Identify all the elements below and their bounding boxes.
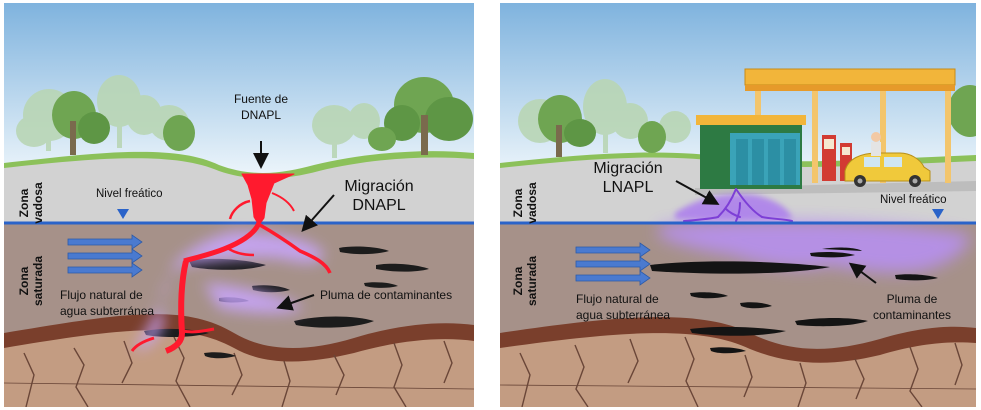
- contaminant-blobs: [650, 247, 938, 354]
- foreground-trees: [52, 77, 473, 155]
- saturated-zone-label-line1: Zona: [17, 266, 31, 295]
- foreground-trees: [538, 85, 976, 157]
- dnapl-plume: [130, 173, 332, 354]
- flow-label-line2: agua subterránea: [60, 304, 154, 318]
- migration-arrow: [301, 194, 335, 232]
- plume-label-line1: Pluma de: [887, 292, 938, 306]
- vadose-zone: [4, 157, 474, 223]
- water-table-label: Nivel freático: [96, 188, 162, 200]
- sky: [4, 3, 474, 178]
- dnapl-diagram-panel: Fuente de DNAPL Migración DNAPL Nivel fr…: [4, 3, 474, 407]
- lnapl-diagram-panel: Migración LNAPL Nivel freático Zona vado…: [500, 3, 976, 407]
- water-table-label: Nivel freático: [880, 194, 946, 206]
- vadose-zone-label-line2: vadosa: [31, 182, 45, 224]
- water-table-triangle-icon: [117, 209, 129, 219]
- saturated-zone-label-line1: Zona: [511, 266, 525, 295]
- dnapl-diagram: Fuente de DNAPL Migración DNAPL Nivel fr…: [4, 3, 474, 407]
- vadose-zone-label-line1: Zona: [511, 188, 525, 217]
- vadose-zone-label-line2: vadosa: [525, 182, 539, 224]
- bedrock-cracks: [500, 336, 976, 407]
- migration-label-line2: LNAPL: [603, 179, 654, 196]
- station-forecourt: [695, 181, 976, 195]
- flow-label-line1: Flujo natural de: [60, 288, 143, 302]
- source-label-line2: DNAPL: [241, 108, 281, 122]
- migration-arrow: [675, 180, 720, 205]
- migration-label-line2: DNAPL: [352, 197, 405, 214]
- lnapl-diagram: Migración LNAPL Nivel freático Zona vado…: [500, 3, 976, 407]
- plume-arrow: [848, 262, 877, 284]
- source-label-line1: Fuente de: [234, 92, 288, 106]
- migration-label-line1: Migración: [344, 178, 413, 195]
- vadose-zone-label-line1: Zona: [17, 188, 31, 217]
- water-table-triangle-icon: [932, 209, 944, 219]
- saturated-zone-label-line2: saturada: [31, 256, 45, 306]
- groundwater-flow-arrows: [67, 234, 143, 278]
- saturated-zone-label-line2: saturada: [525, 256, 539, 306]
- plume-arrow: [276, 294, 315, 311]
- flow-label-line1: Flujo natural de: [576, 292, 659, 306]
- migration-label-line1: Migración: [593, 160, 662, 177]
- groundwater-flow-arrows: [575, 242, 651, 286]
- gas-station: [696, 68, 956, 189]
- plume-label: Pluma de contaminantes: [320, 288, 452, 302]
- bedrock-cracked: [500, 333, 976, 407]
- bedrock-cracks: [4, 336, 474, 407]
- plume-label-line2: contaminantes: [873, 308, 951, 322]
- flow-label-line2: agua subterránea: [576, 308, 670, 322]
